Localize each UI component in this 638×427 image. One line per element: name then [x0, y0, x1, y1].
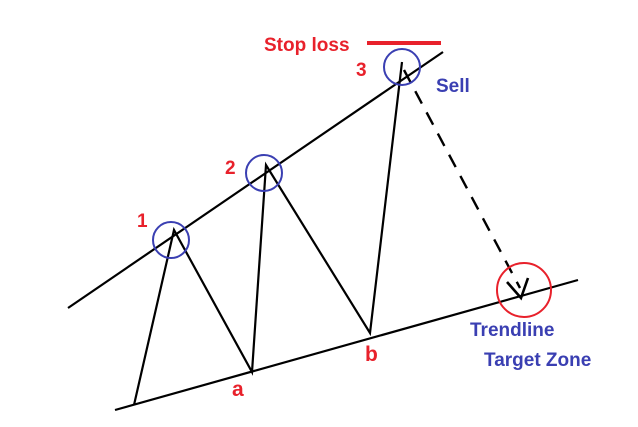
trough-a-label: a: [232, 378, 244, 401]
peak-2-label: 2: [225, 158, 236, 179]
peak-3-circle: [383, 48, 421, 86]
peak-1-label: 1: [137, 211, 148, 232]
peak-2-circle: [245, 154, 283, 192]
sell-label: Sell: [436, 76, 470, 97]
peak-3-label: 3: [356, 60, 367, 81]
lower-trendline: [114, 278, 579, 412]
target-label-line1: Trendline: [470, 320, 554, 341]
price-zigzag: [132, 61, 404, 406]
target-zone-circle: [496, 262, 552, 318]
target-label-line2: Target Zone: [484, 350, 591, 371]
upper-trendline: [67, 51, 444, 309]
stop-loss-label: Stop loss: [264, 35, 350, 56]
peak-1-circle: [152, 221, 190, 259]
trough-b-label: b: [365, 343, 378, 366]
arrowhead: [506, 277, 530, 301]
dashed-projection: [402, 69, 522, 289]
